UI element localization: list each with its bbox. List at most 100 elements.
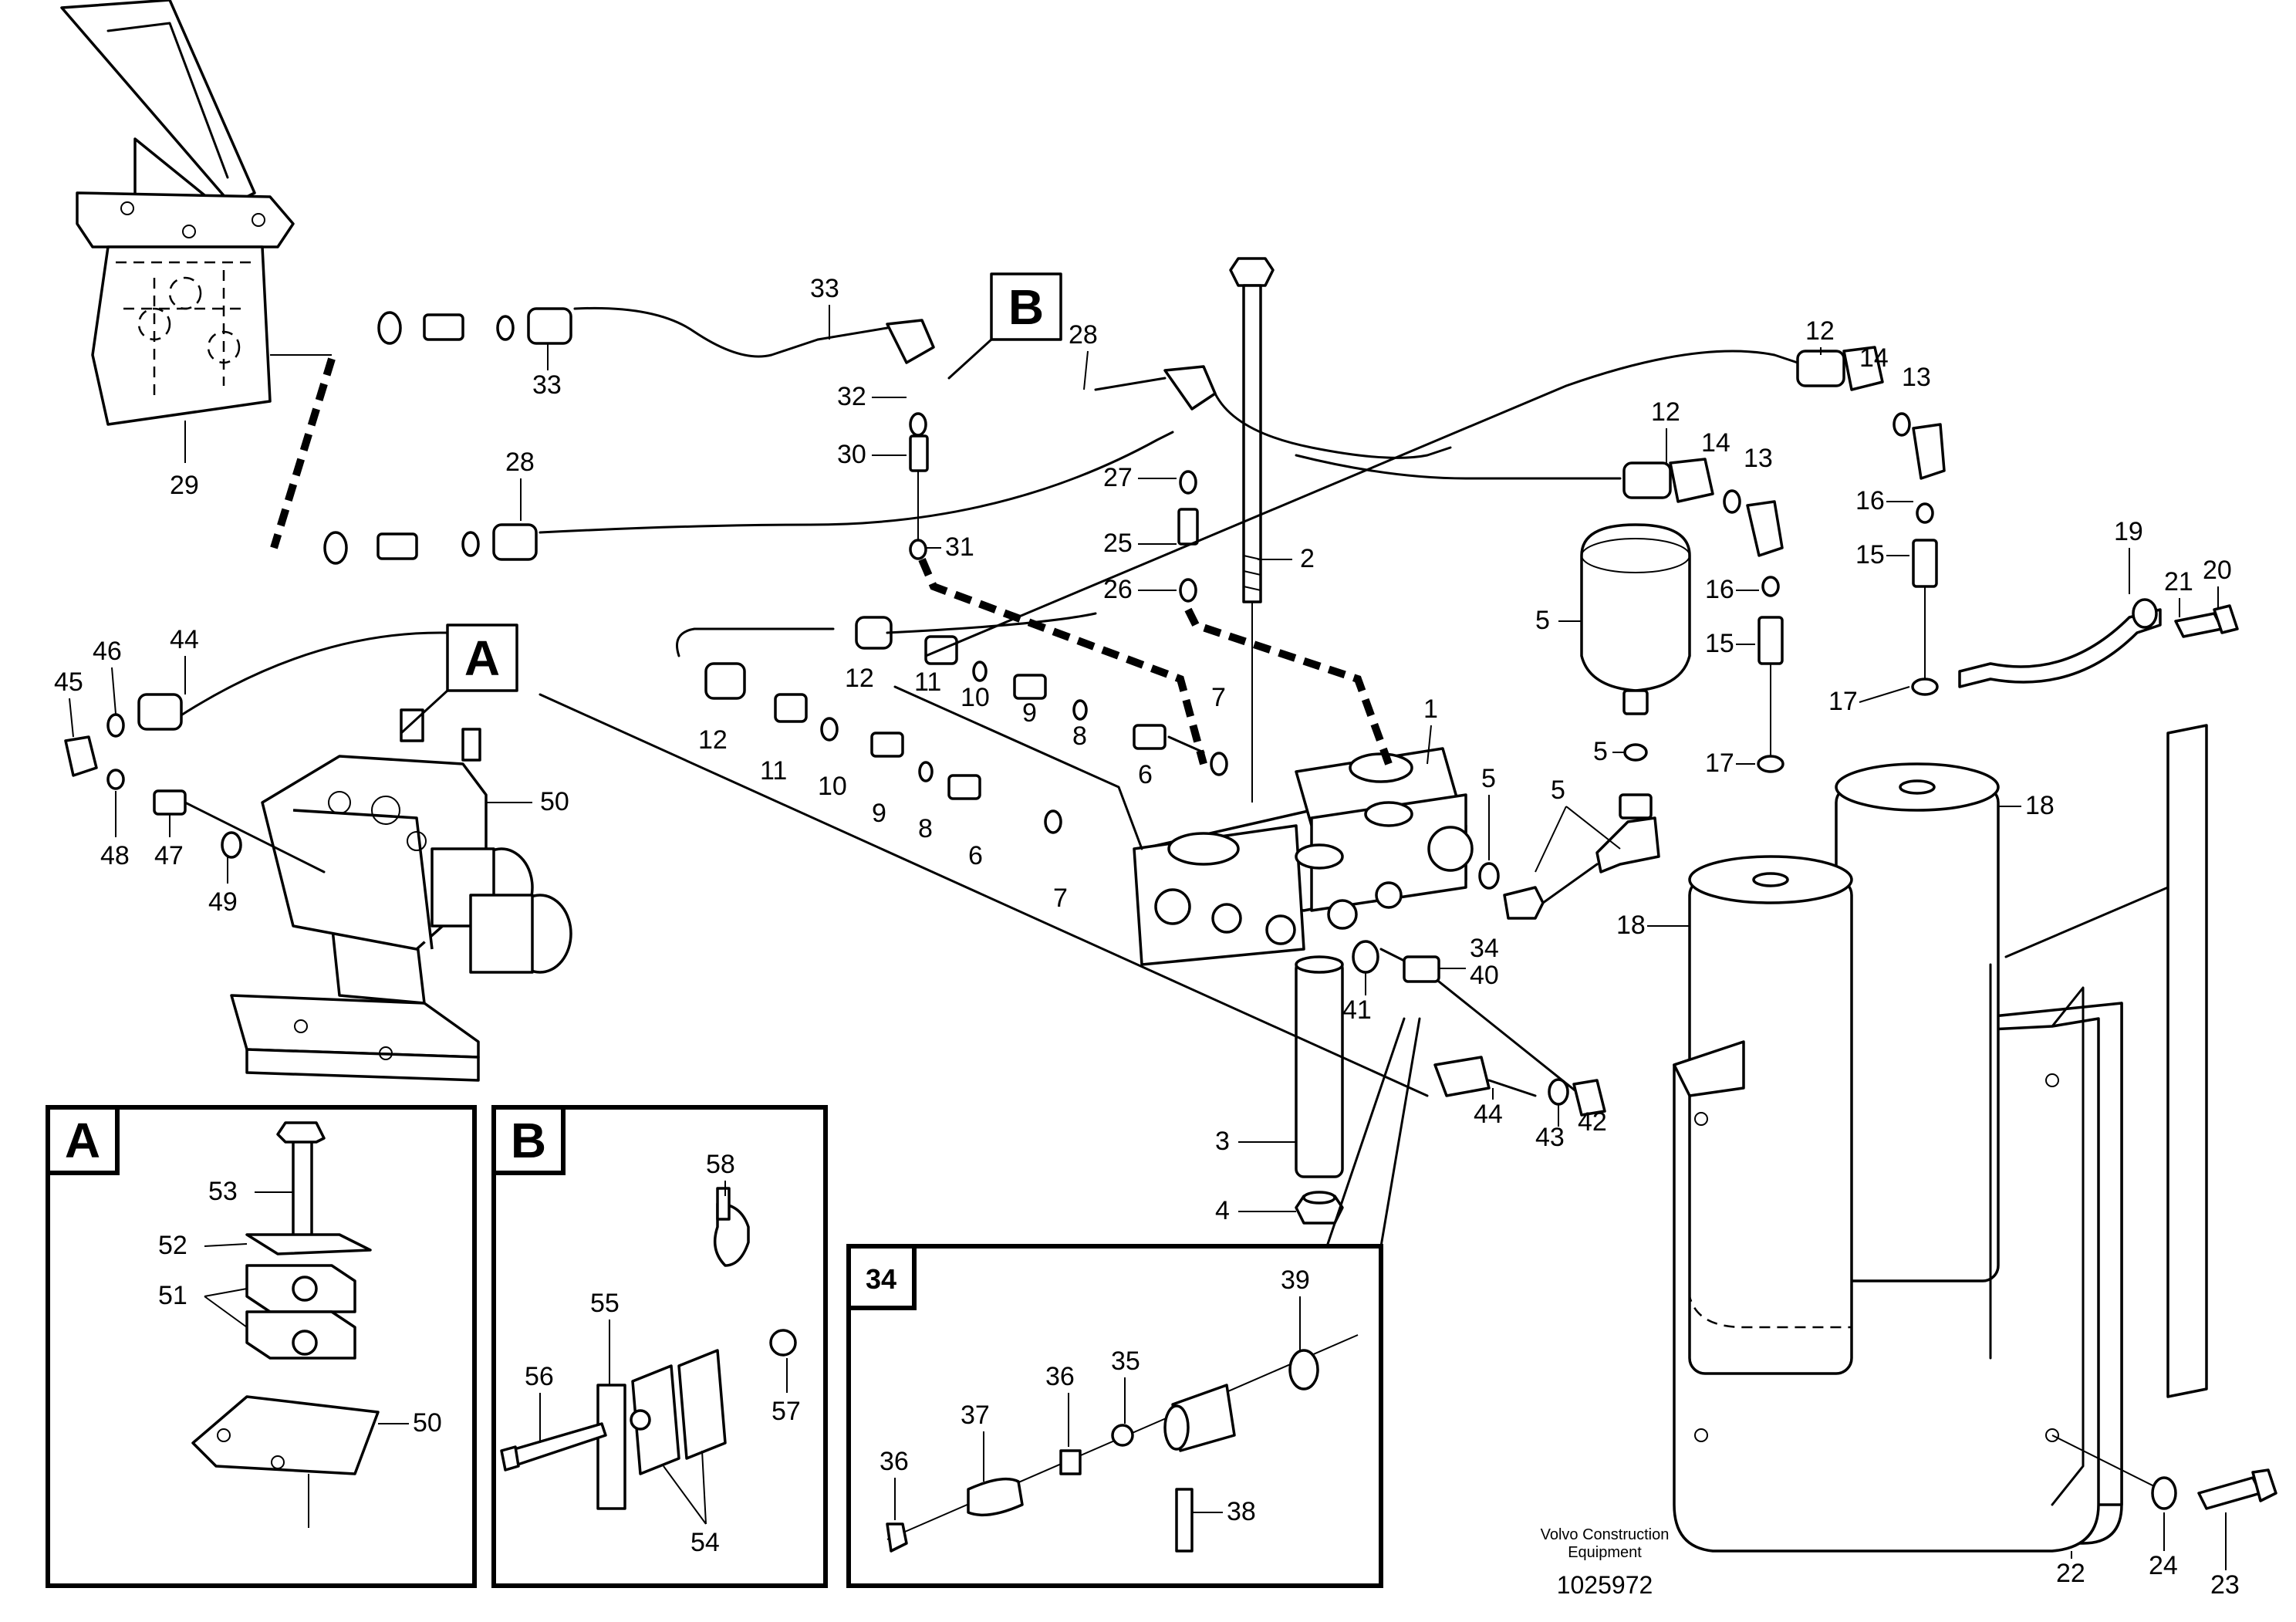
- callout-7b: 7: [1211, 683, 1226, 712]
- valve-block-50: [230, 708, 572, 1082]
- pedal-connections: [270, 306, 1174, 565]
- callout-49: 49: [208, 887, 238, 917]
- callout-14b: 14: [1859, 343, 1889, 373]
- callout-4: 4: [1215, 1196, 1230, 1225]
- callout-5c: 5: [1551, 776, 1565, 805]
- callout-11b: 11: [914, 667, 941, 697]
- callout-12a: 12: [698, 725, 728, 755]
- callout-6b: 6: [1138, 760, 1153, 789]
- drawing-footer: Volvo Construction Equipment 1025972: [1541, 1526, 1670, 1599]
- long-bolt: [1229, 257, 1275, 803]
- callout-41: 41: [1342, 995, 1372, 1025]
- clamp-19: [1958, 598, 2239, 688]
- callout-29: 29: [170, 471, 199, 500]
- detail-box-a: A: [46, 1105, 477, 1588]
- callout-44b: 44: [170, 625, 199, 654]
- callout-26: 26: [1103, 575, 1133, 604]
- maker-line-2: Equipment: [1568, 1544, 1642, 1561]
- callout-25: 25: [1103, 529, 1133, 558]
- callout-36b: 36: [880, 1447, 909, 1476]
- callout-27: 27: [1103, 463, 1133, 492]
- callout-48: 48: [100, 841, 130, 870]
- callout-9a: 9: [872, 799, 886, 828]
- callout-5a: 5: [1535, 606, 1550, 635]
- callout-12d: 12: [1805, 316, 1835, 346]
- detail-box-a-tag: A: [65, 1113, 100, 1168]
- callout-18a: 18: [1616, 911, 1646, 940]
- callout-53: 53: [208, 1177, 238, 1206]
- callout-10a: 10: [818, 772, 847, 801]
- callout-56: 56: [525, 1362, 554, 1391]
- callout-42: 42: [1578, 1107, 1607, 1137]
- callout-15a: 15: [1705, 629, 1734, 658]
- callout-7a: 7: [1053, 884, 1068, 913]
- callout-39: 39: [1281, 1265, 1310, 1295]
- accumulator-5: [1478, 523, 1691, 920]
- tanks-and-bracket: [1673, 724, 2277, 1553]
- maker-line-1: Volvo Construction: [1541, 1526, 1670, 1543]
- callout-16a: 16: [1705, 575, 1734, 604]
- callout-43: 43: [1535, 1123, 1565, 1152]
- callout-8a: 8: [918, 814, 933, 843]
- callout-58: 58: [706, 1150, 735, 1179]
- detail-box-34: 34: [846, 1017, 1421, 1588]
- callout-24: 24: [2149, 1551, 2178, 1580]
- callout-40: 40: [1470, 961, 1499, 990]
- valve-fittings: [676, 612, 1228, 850]
- callout-13b: 13: [1902, 363, 1931, 392]
- callout-12b: 12: [845, 664, 874, 693]
- callout-28a: 28: [1069, 320, 1098, 350]
- callout-15b: 15: [1855, 540, 1885, 569]
- callout-30: 30: [837, 440, 866, 469]
- callout-36a: 36: [1045, 1362, 1075, 1391]
- callout-22: 22: [2056, 1559, 2085, 1588]
- callout-33a: 33: [810, 274, 839, 303]
- callout-20: 20: [2203, 556, 2232, 585]
- brake-valve-block: [1133, 747, 1474, 966]
- callout-10b: 10: [961, 683, 990, 712]
- callout-5b: 5: [1593, 737, 1608, 766]
- detail-box-b: B: [491, 1105, 828, 1588]
- callout-8b: 8: [1072, 721, 1087, 751]
- callout-19: 19: [2114, 517, 2143, 546]
- callout-37: 37: [961, 1401, 990, 1430]
- detail-box-34-tag: 34: [866, 1263, 896, 1295]
- callout-23: 23: [2210, 1570, 2240, 1600]
- callout-46: 46: [93, 637, 122, 666]
- callout-35: 35: [1111, 1347, 1140, 1376]
- callout-50a: 50: [540, 787, 569, 816]
- callout-51: 51: [158, 1281, 187, 1310]
- callout-2: 2: [1300, 544, 1315, 573]
- callout-55: 55: [590, 1289, 620, 1318]
- callout-38: 38: [1227, 1497, 1256, 1526]
- callout-28b: 28: [505, 448, 535, 477]
- callout-labels: 1 2 3 4 5 5 5 5 6 6 7 7 8 8 9 9 10 10 11…: [54, 274, 2240, 1600]
- callout-5d: 5: [1481, 764, 1496, 793]
- callout-14a: 14: [1701, 428, 1730, 458]
- callout-12c: 12: [1651, 397, 1680, 427]
- callout-54: 54: [690, 1528, 720, 1557]
- callout-13a: 13: [1744, 444, 1773, 473]
- brake-pedal-valve: [60, 0, 295, 463]
- lower-fittings: [1352, 940, 1606, 1117]
- upper-fittings: [816, 319, 1452, 765]
- detail-tag-b: B: [947, 272, 1062, 380]
- callout-17b: 17: [1828, 687, 1858, 716]
- callout-57: 57: [772, 1397, 801, 1426]
- callout-9b: 9: [1022, 698, 1037, 728]
- detail-tag-b-label: B: [1008, 279, 1044, 335]
- callout-6a: 6: [968, 841, 983, 870]
- callout-33b: 33: [532, 370, 562, 400]
- callout-32: 32: [837, 382, 866, 411]
- callout-1: 1: [1423, 694, 1438, 724]
- detail-tag-a: A: [400, 623, 518, 735]
- left-fittings: [64, 631, 1583, 1097]
- callout-52: 52: [158, 1231, 187, 1260]
- callout-50b: 50: [413, 1408, 442, 1438]
- callout-17a: 17: [1705, 748, 1734, 778]
- detail-tag-a-label: A: [464, 630, 500, 686]
- callout-31: 31: [945, 532, 974, 562]
- callout-45: 45: [54, 667, 83, 697]
- callout-47: 47: [154, 841, 184, 870]
